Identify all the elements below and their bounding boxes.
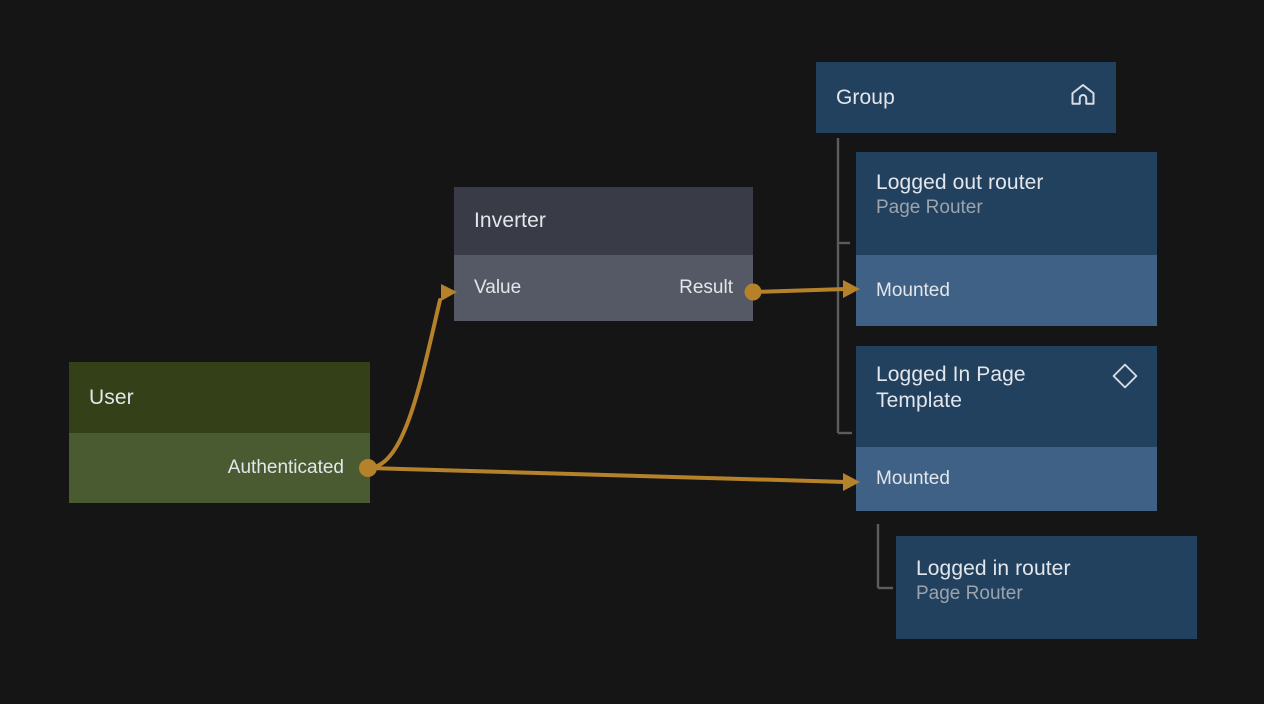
port-label: Mounted bbox=[876, 279, 950, 301]
node-inverter-header[interactable]: Inverter bbox=[454, 187, 753, 255]
diamond-icon bbox=[1111, 362, 1139, 395]
node-inverter-title: Inverter bbox=[474, 209, 546, 232]
node-logged-in-page-template-port-mounted[interactable]: Mounted bbox=[856, 447, 1157, 511]
node-logged-out-router-port-mounted[interactable]: Mounted bbox=[856, 255, 1157, 326]
node-user-header[interactable]: User bbox=[69, 362, 370, 433]
node-logged-in-page-template-title: Logged In Page Template bbox=[876, 363, 1026, 412]
node-logged-out-router-subtitle: Page Router bbox=[876, 197, 983, 218]
node-logged-out-router[interactable]: Logged out router Page Router Mounted bbox=[856, 152, 1157, 326]
node-logged-in-router-header[interactable]: Logged in router Page Router bbox=[896, 536, 1197, 639]
port-output-result[interactable]: Result bbox=[679, 277, 733, 298]
node-logged-in-page-template[interactable]: Logged In Page Template Mounted bbox=[856, 346, 1157, 511]
node-logged-in-router-subtitle: Page Router bbox=[916, 583, 1023, 604]
node-group-title: Group bbox=[836, 85, 895, 109]
port-label: Authenticated bbox=[227, 457, 344, 478]
node-inverter-ports[interactable]: Value Result bbox=[454, 255, 753, 321]
node-inverter[interactable]: Inverter Value Result bbox=[454, 187, 753, 321]
port-input-value[interactable]: Value bbox=[474, 277, 522, 298]
node-logged-in-router[interactable]: Logged in router Page Router bbox=[896, 536, 1197, 639]
node-user-port-authenticated[interactable]: Authenticated bbox=[69, 433, 370, 503]
wire-result-to-mounted-out bbox=[751, 287, 848, 294]
node-logged-in-page-template-header[interactable]: Logged In Page Template bbox=[856, 346, 1157, 447]
port-label: Mounted bbox=[876, 468, 950, 489]
home-icon bbox=[1068, 80, 1098, 115]
wire-auth-to-mounted-in bbox=[366, 466, 848, 484]
node-user[interactable]: User Authenticated bbox=[69, 362, 370, 503]
node-logged-in-router-title: Logged in router bbox=[916, 557, 1071, 580]
node-group[interactable]: Group bbox=[816, 62, 1116, 133]
node-logged-out-router-header[interactable]: Logged out router Page Router bbox=[856, 152, 1157, 255]
node-group-header[interactable]: Group bbox=[816, 62, 1116, 133]
node-logged-out-router-title: Logged out router bbox=[876, 171, 1044, 194]
node-user-title: User bbox=[89, 385, 134, 409]
wire-auth-to-value bbox=[366, 298, 442, 470]
